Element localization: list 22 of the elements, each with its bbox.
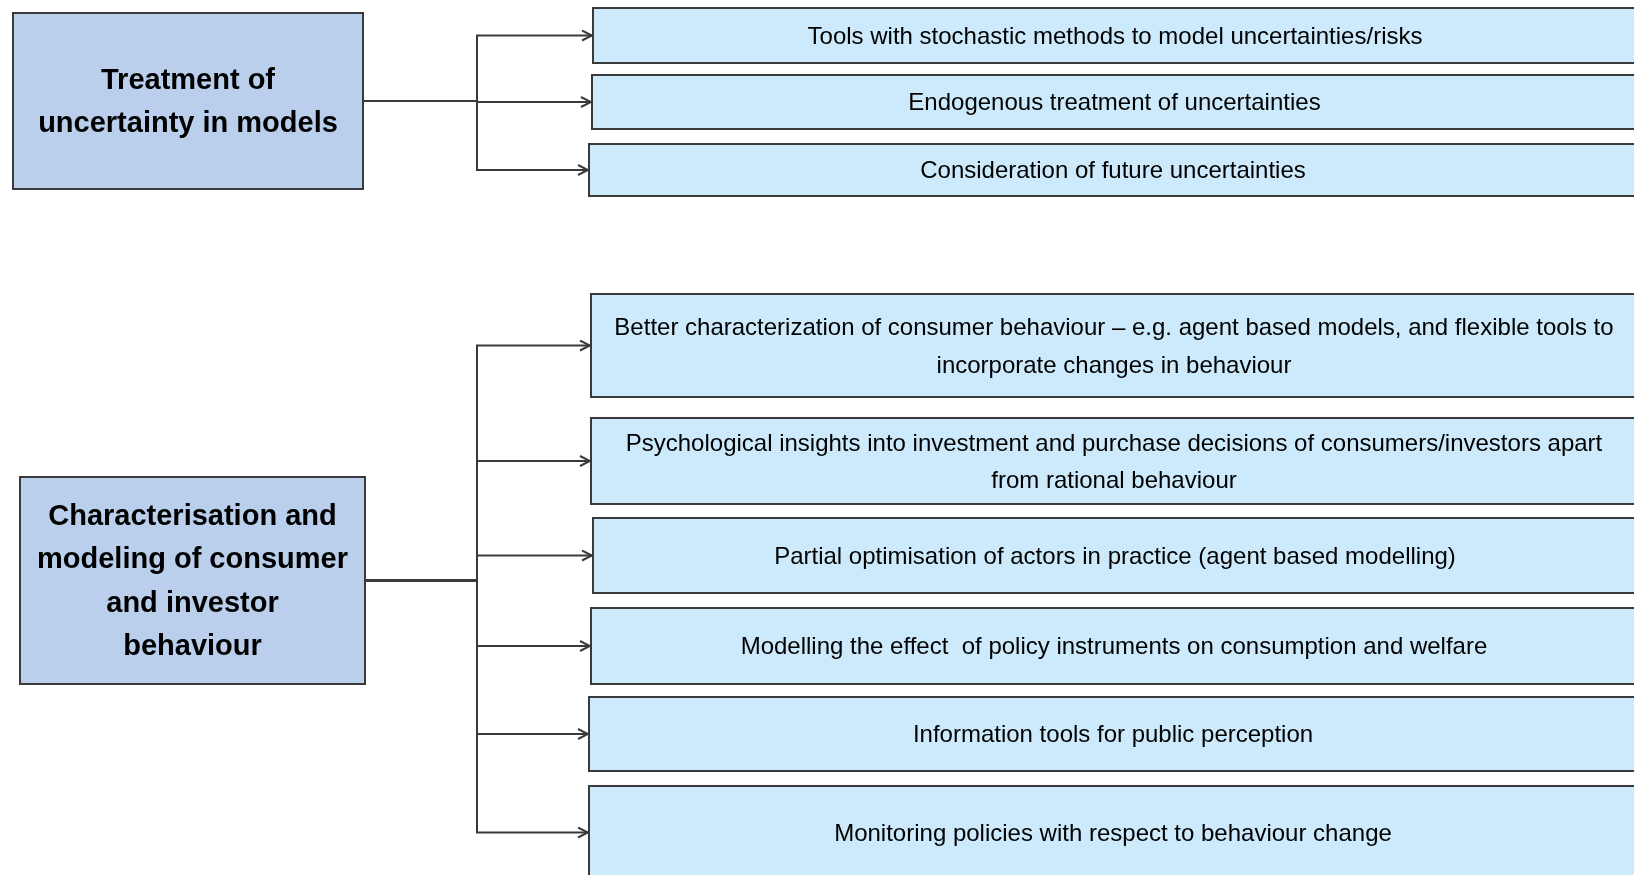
item-text: Consideration of future uncertainties bbox=[920, 155, 1306, 186]
item-box bbox=[591, 74, 1634, 130]
item-box bbox=[588, 785, 1634, 875]
item-text: Partial optimisation of actors in practice (agent based modelling) bbox=[774, 540, 1456, 571]
category-title: Characterisation and modeling of consumer and investor behaviour bbox=[36, 497, 349, 663]
item-text: Modelling the effect of policy instruments on consumption and welfare bbox=[740, 631, 1488, 662]
item-box bbox=[592, 517, 1634, 594]
category-title: Treatment of uncertainty in models bbox=[37, 61, 339, 140]
item-text: Information tools for public perception bbox=[912, 719, 1314, 750]
item-box bbox=[590, 607, 1634, 685]
category-box bbox=[12, 12, 364, 190]
item-text: Psychological insights into investment and purchase decisions of consumers/investors apart from rational behaviour bbox=[624, 427, 1604, 495]
item-text: Endogenous treatment of uncertainties bbox=[908, 87, 1321, 118]
category-box bbox=[19, 476, 366, 685]
item-text: Tools with stochastic methods to model uncertainties/risks bbox=[807, 20, 1423, 51]
item-text: Monitoring policies with respect to behaviour change bbox=[834, 817, 1392, 848]
item-box bbox=[592, 7, 1634, 64]
item-box bbox=[590, 293, 1634, 398]
item-text: Better characterization of consumer behaviour – e.g. agent based models, and flexible tools to incorporate changes in behaviour bbox=[613, 312, 1615, 380]
item-box bbox=[588, 143, 1634, 197]
item-box bbox=[588, 696, 1634, 772]
item-box bbox=[590, 417, 1634, 505]
